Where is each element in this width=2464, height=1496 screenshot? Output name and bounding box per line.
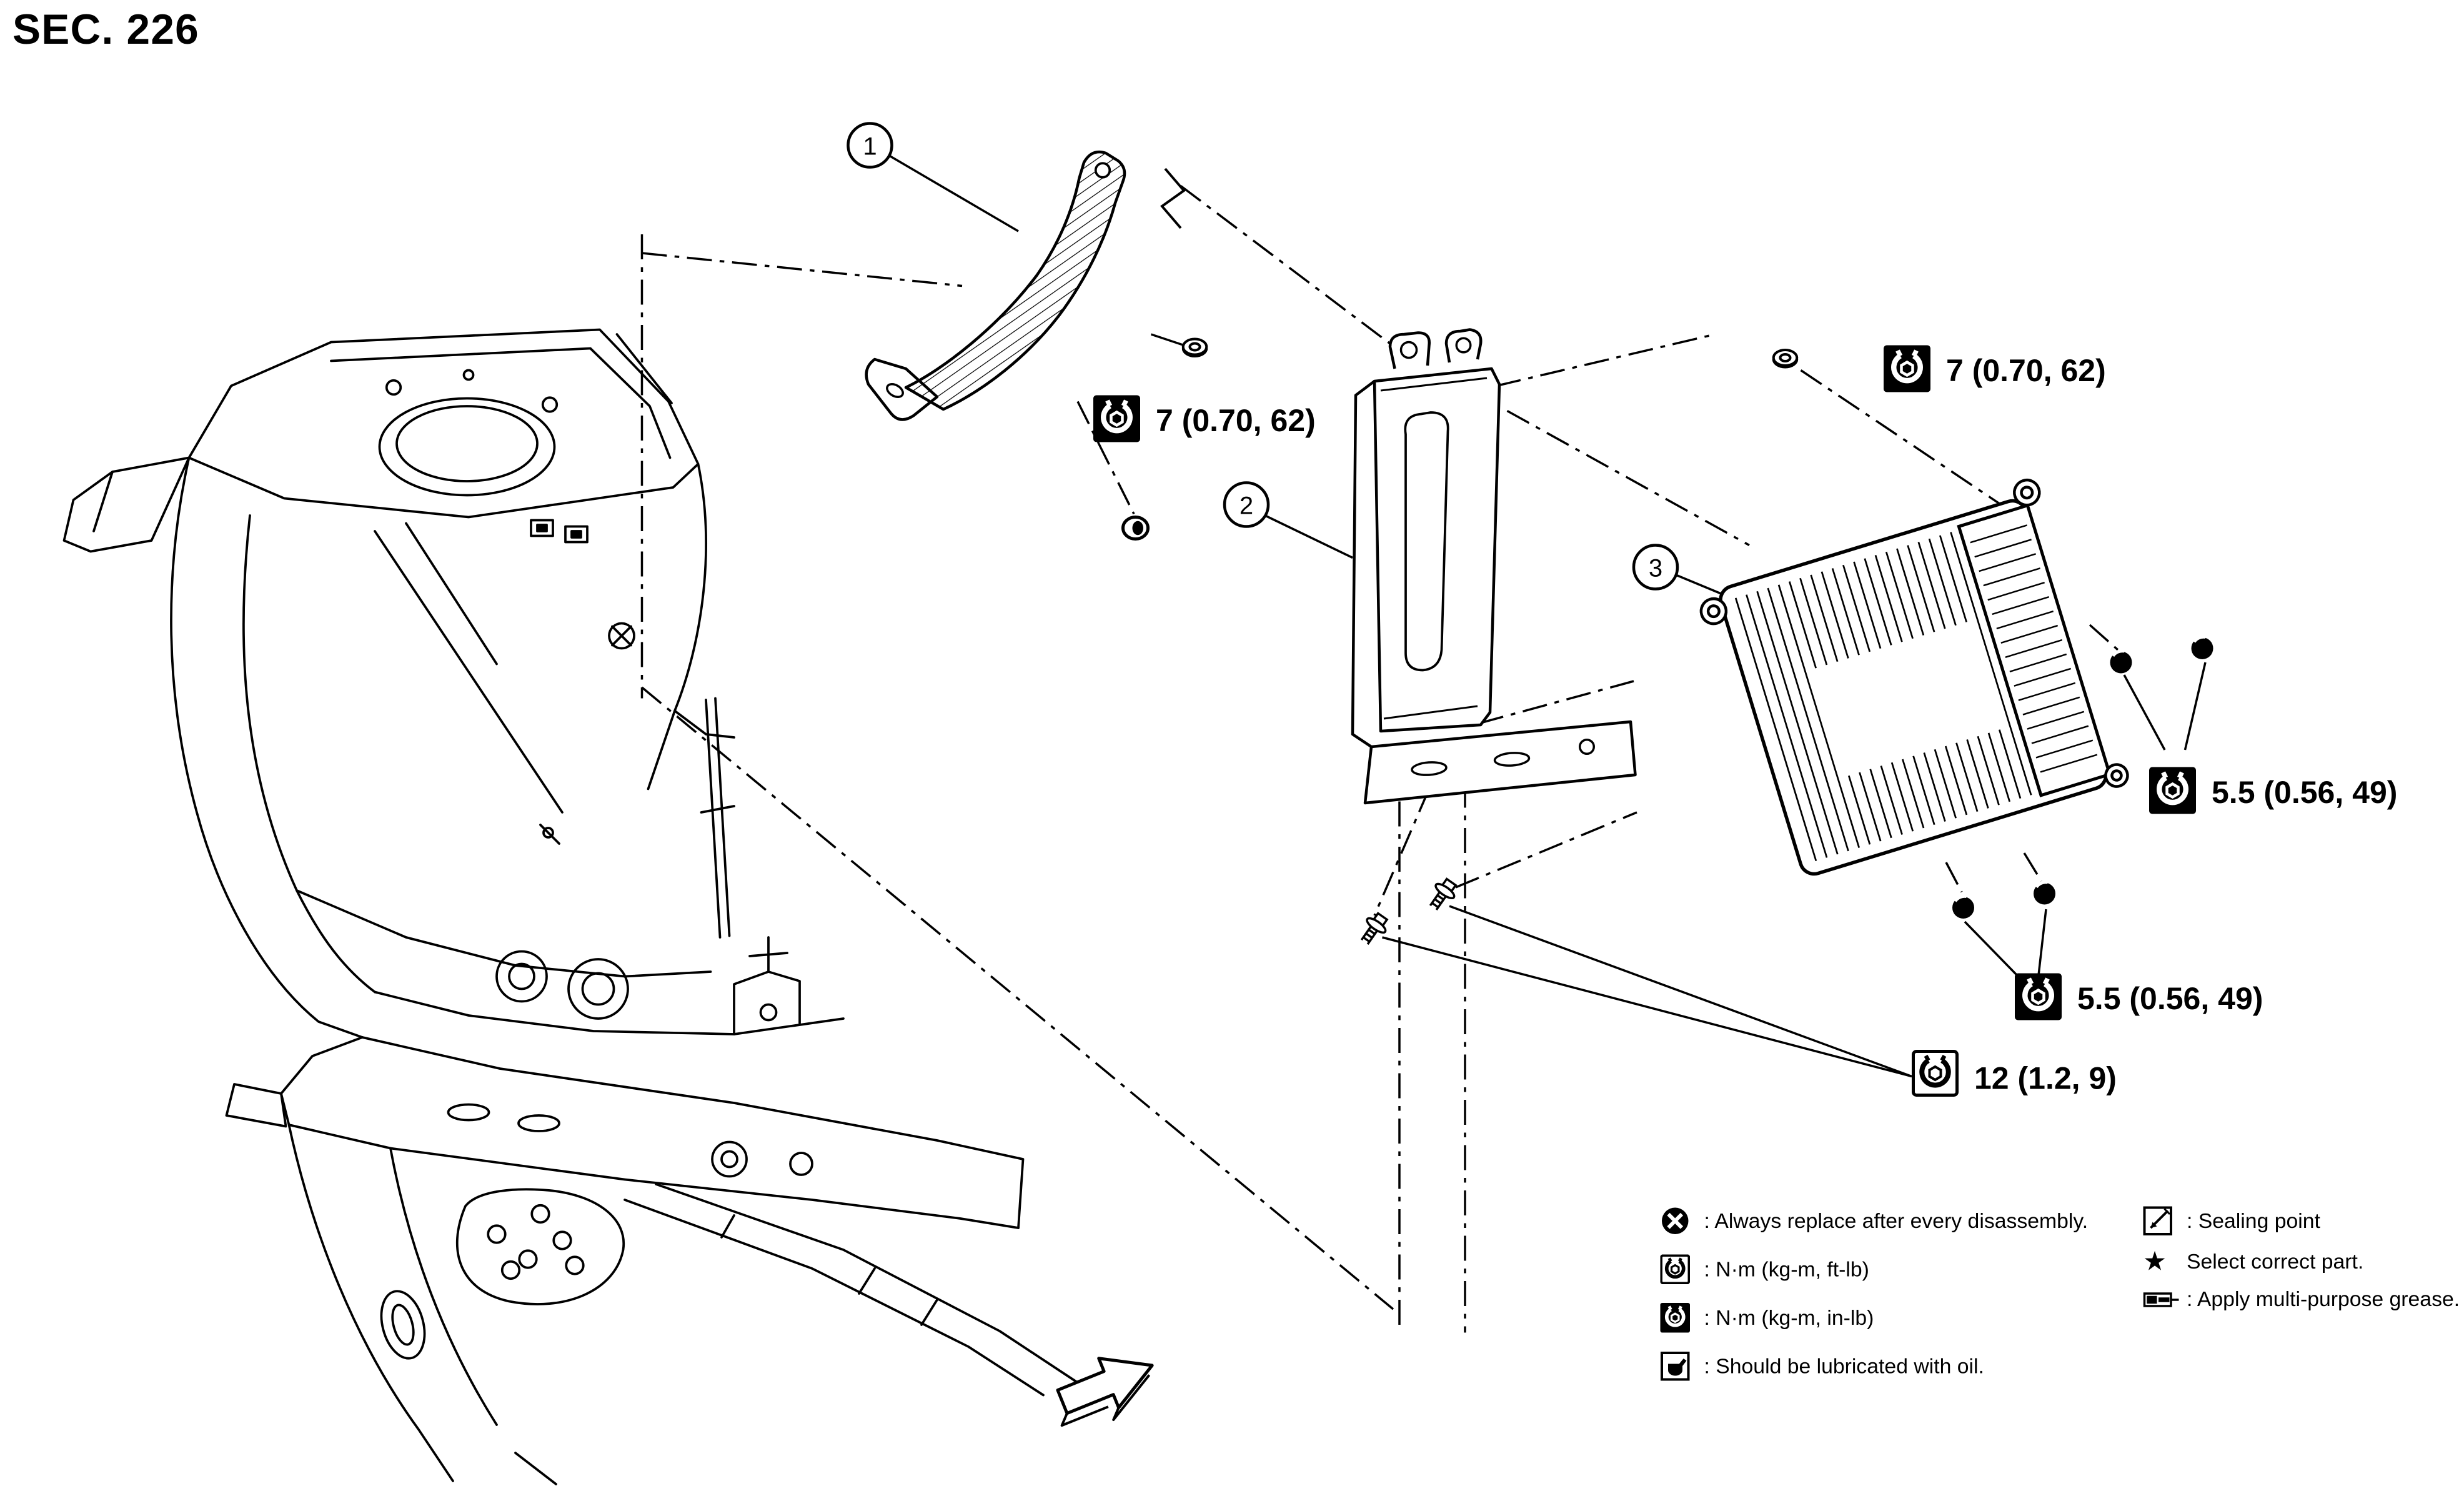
torque-spec-5: 12 (1.2, 9) bbox=[1912, 1050, 2117, 1097]
torque-value: 5.5 (0.56, 49) bbox=[2212, 775, 2397, 810]
callout-3: 3 bbox=[1632, 544, 1679, 591]
select-part-star-icon: ★ bbox=[2143, 1247, 2167, 1277]
torque-ftlb-icon bbox=[1660, 1254, 1698, 1284]
legend-item-lubricate-oil: : Should be lubricated with oil. bbox=[1661, 1352, 2089, 1382]
callout-1-number: 1 bbox=[863, 133, 877, 161]
torque-value: 5.5 (0.56, 49) bbox=[2077, 981, 2263, 1016]
legend-item-torque-inlb: : N·m (kg-m, in-lb) bbox=[1660, 1303, 2089, 1333]
sealing-point-icon bbox=[2143, 1206, 2180, 1236]
legend-text: Select correct part. bbox=[2187, 1250, 2364, 1274]
torque-inlb-icon bbox=[1884, 345, 1930, 392]
always-replace-icon bbox=[1661, 1206, 1698, 1236]
ecm-connector bbox=[1957, 503, 2112, 797]
callout-1: 1 bbox=[847, 122, 893, 169]
torque-inlb-icon bbox=[1093, 395, 1140, 442]
legend-text: : Sealing point bbox=[2187, 1209, 2320, 1233]
torque-value: 7 (0.70, 62) bbox=[1946, 353, 2106, 388]
lubricate-oil-icon bbox=[1661, 1352, 1698, 1382]
ecm-label-area bbox=[1812, 621, 2002, 777]
torque-value: 7 (0.70, 62) bbox=[1156, 403, 1316, 438]
legend-item-sealing-point: : Sealing point bbox=[2143, 1206, 2460, 1236]
legend-column-left: : Always replace after every disassembly… bbox=[1660, 1206, 2089, 1400]
callout-2-number: 2 bbox=[1239, 492, 1253, 520]
legend-text: : Always replace after every disassembly… bbox=[1704, 1209, 2089, 1233]
torque-spec-2: 7 (0.70, 62) bbox=[1884, 345, 2106, 392]
grommet bbox=[1121, 516, 1150, 541]
torque-inlb-icon bbox=[2015, 973, 2062, 1020]
torque-value: 12 (1.2, 9) bbox=[1974, 1061, 2117, 1096]
flange-bolt bbox=[1360, 912, 1389, 945]
grease-icon bbox=[2143, 1288, 2180, 1310]
torque-spec-3: 5.5 (0.56, 49) bbox=[2149, 767, 2397, 814]
part-2-bracket-panel bbox=[1351, 328, 1637, 805]
legend-text: : Should be lubricated with oil. bbox=[1704, 1354, 1984, 1379]
torque-inlb-icon bbox=[1660, 1303, 1698, 1333]
torque-spec-1: 7 (0.70, 62) bbox=[1093, 395, 1316, 442]
legend-item-always-replace: : Always replace after every disassembly… bbox=[1661, 1206, 2089, 1236]
flange-bolt bbox=[1429, 877, 1458, 910]
callout-2: 2 bbox=[1223, 481, 1270, 528]
legend-text: : N·m (kg-m, in-lb) bbox=[1704, 1306, 1874, 1330]
section-title: SEC. 226 bbox=[12, 6, 199, 53]
torque-inlb-icon bbox=[2149, 767, 2196, 814]
torque-spec-4: 5.5 (0.56, 49) bbox=[2015, 973, 2263, 1020]
center-lines bbox=[640, 185, 2119, 1333]
flange-nut bbox=[1181, 337, 1208, 357]
torque-ftlb-icon bbox=[1912, 1050, 1959, 1097]
legend-column-right: : Sealing point ★ Select correct part. :… bbox=[2143, 1206, 2460, 1324]
legend-item-select-part: ★ Select correct part. bbox=[2143, 1249, 2460, 1275]
section-break-mark bbox=[1160, 167, 1186, 229]
part-1-bracket bbox=[865, 150, 1126, 421]
front-direction-arrow bbox=[1056, 1357, 1154, 1427]
legend-text: : N·m (kg-m, ft-lb) bbox=[1704, 1257, 1869, 1282]
legend-item-torque-ftlb: : N·m (kg-m, ft-lb) bbox=[1660, 1254, 2089, 1284]
part-3-control-unit bbox=[1699, 478, 2129, 876]
ecm-mounting-ears bbox=[1699, 478, 2129, 788]
leader-lines bbox=[890, 155, 2207, 1078]
legend-item-grease: : Apply multi-purpose grease. bbox=[2143, 1287, 2460, 1311]
callout-3-number: 3 bbox=[1649, 555, 1662, 582]
rubber-mount-nuts bbox=[1952, 636, 2213, 919]
vehicle-body-drawing bbox=[62, 328, 1079, 1485]
flange-nut bbox=[1772, 349, 1799, 369]
legend-text: : Apply multi-purpose grease. bbox=[2187, 1287, 2460, 1311]
